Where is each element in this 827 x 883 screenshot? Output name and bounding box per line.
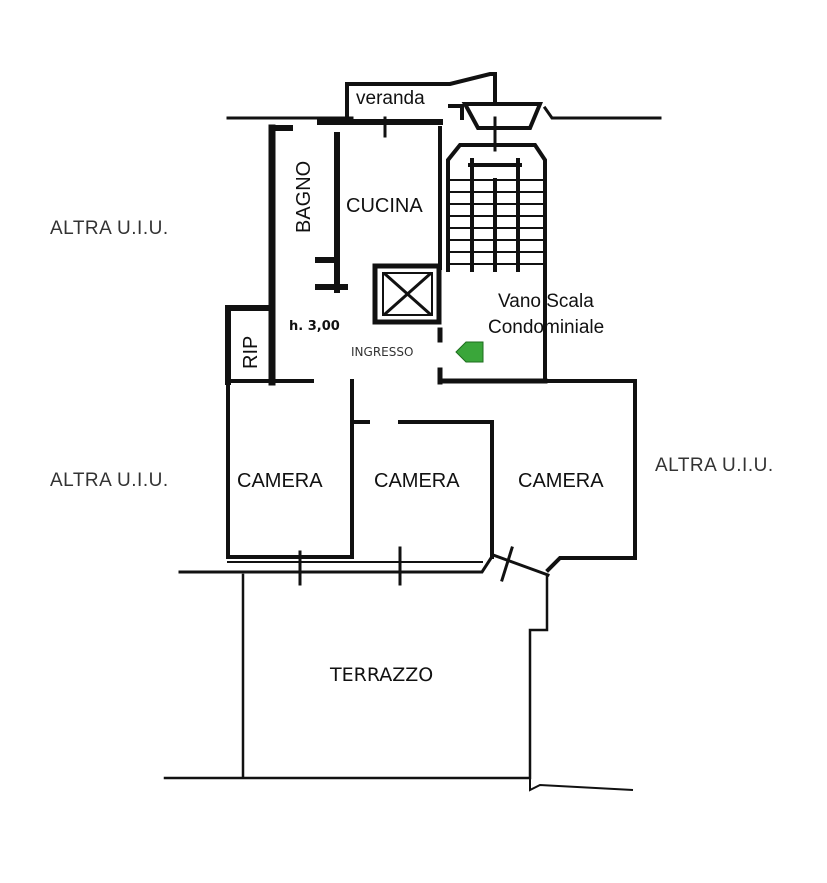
- terrazzo-outline: [163, 573, 549, 780]
- label-altra-uiu: ALTRA U.I.U.: [655, 455, 774, 476]
- balcony-trapezoid: [461, 102, 543, 130]
- entry-arrow-icon: [455, 341, 484, 363]
- label-ceiling-height: h. 3,00: [289, 319, 340, 334]
- label-ingresso: INGRESSO: [351, 345, 414, 359]
- label-veranda: veranda: [356, 88, 425, 109]
- top-wall: [269, 119, 443, 131]
- front-wall: [178, 553, 550, 577]
- label-condominiale: Condominiale: [488, 317, 605, 338]
- corridor-wall: [226, 379, 637, 392]
- stair-treads: [449, 158, 544, 272]
- camera-2-walls: [354, 420, 494, 559]
- camera-1-walls: [226, 379, 354, 559]
- elevator-shaft: [372, 263, 442, 325]
- label-terrazzo: TERRAZZO: [330, 664, 434, 686]
- label-camera: CAMERA: [518, 470, 604, 492]
- label-altra-uiu: ALTRA U.I.U.: [50, 218, 169, 239]
- label-cucina: CUCINA: [346, 195, 423, 217]
- stair-outline: [446, 143, 547, 382]
- label-altra-uiu: ALTRA U.I.U.: [50, 470, 169, 491]
- camera-3-walls: [545, 379, 637, 573]
- label-rip: RIP: [240, 335, 262, 369]
- label-camera: CAMERA: [374, 470, 460, 492]
- exterior-line-bottom-right: [529, 777, 634, 792]
- bagno-right-wall: [315, 132, 348, 293]
- elevator-shaft-icon: [382, 271, 433, 317]
- label-camera: CAMERA: [237, 470, 323, 492]
- label-bagno: BAGNO: [293, 160, 315, 233]
- label-vano-scala: Vano Scala: [498, 291, 594, 312]
- exterior-line-top-right: [542, 105, 662, 120]
- veranda-outline: [345, 72, 497, 120]
- windows-front: [298, 546, 514, 586]
